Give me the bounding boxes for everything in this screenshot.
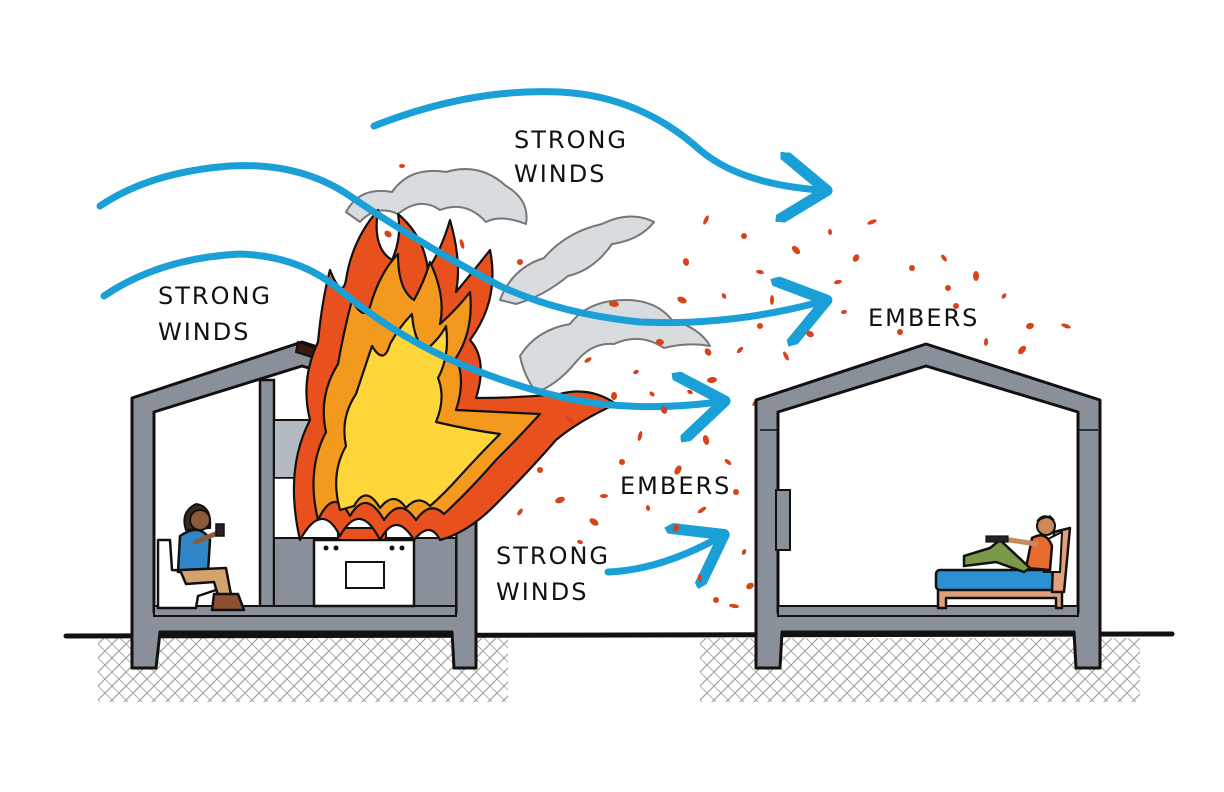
left-floor-slab bbox=[153, 605, 457, 617]
ember-particle bbox=[1026, 322, 1034, 330]
ember-particle bbox=[756, 269, 764, 275]
ember-particle bbox=[633, 369, 639, 375]
partition-wall bbox=[258, 378, 276, 614]
ember-particle bbox=[852, 254, 860, 262]
ember-particle bbox=[610, 392, 618, 400]
ember-particle bbox=[577, 539, 583, 545]
ember-particle bbox=[729, 603, 739, 609]
ember-particle bbox=[707, 376, 717, 384]
ember-particle bbox=[600, 493, 608, 499]
ember-particle bbox=[713, 597, 719, 603]
ember-particle bbox=[724, 459, 732, 465]
ember-particle bbox=[953, 303, 959, 309]
ember-particle bbox=[827, 229, 833, 235]
ember-particle bbox=[459, 239, 465, 249]
wind-arrow-upper-left bbox=[96, 162, 820, 323]
ember-particle bbox=[945, 285, 952, 291]
person-on-phone bbox=[176, 502, 246, 612]
person-with-remote bbox=[962, 515, 1056, 574]
ember-particle bbox=[834, 279, 842, 285]
ember-particle bbox=[983, 338, 989, 346]
ember-particle bbox=[672, 524, 680, 532]
ember-particle bbox=[1001, 293, 1007, 299]
ember-particle bbox=[517, 508, 523, 516]
ground bbox=[63, 631, 1175, 702]
ember-particle bbox=[660, 406, 668, 414]
wind-arrow-bottom bbox=[604, 538, 718, 572]
label-strong-winds-left-line2: WINDS bbox=[158, 318, 250, 346]
label-embers-middle: EMBERS bbox=[620, 472, 731, 500]
right-house-frame bbox=[754, 342, 1102, 670]
ember-particle bbox=[704, 348, 712, 356]
ember-particle bbox=[656, 338, 664, 346]
label-strong-winds-bottom-line2: WINDS bbox=[496, 578, 588, 606]
ember-particle bbox=[619, 459, 625, 465]
ember-particle bbox=[791, 245, 801, 255]
ember-particle bbox=[399, 164, 405, 168]
ember-particle bbox=[721, 293, 727, 299]
ember-particle bbox=[537, 467, 543, 473]
fire bbox=[292, 208, 618, 542]
ember-particle bbox=[741, 233, 747, 239]
ember-particle bbox=[897, 329, 903, 335]
ember-particle bbox=[637, 431, 643, 441]
ember-particle bbox=[1018, 345, 1026, 355]
wind-arrow-middle-left bbox=[100, 250, 718, 407]
embers bbox=[384, 164, 1071, 609]
ember-particle bbox=[972, 271, 980, 281]
ember-particle bbox=[697, 506, 707, 514]
right-floor-slab bbox=[777, 605, 1079, 617]
wind-arrow-top bbox=[370, 88, 820, 190]
ember-particle bbox=[741, 549, 747, 555]
ember-particle bbox=[783, 351, 789, 361]
label-embers-right: EMBERS bbox=[868, 304, 979, 332]
ember-particle bbox=[941, 254, 947, 262]
ember-particle bbox=[909, 265, 915, 271]
ember-particle bbox=[806, 330, 814, 338]
bed bbox=[934, 526, 1072, 610]
ember-particle bbox=[677, 296, 687, 304]
ember-particle bbox=[517, 259, 523, 265]
ember-particle bbox=[645, 505, 651, 511]
safe-house bbox=[754, 342, 1102, 670]
ember-particle bbox=[584, 357, 592, 363]
ember-particle bbox=[697, 574, 703, 582]
label-strong-winds-left-line1: STRONG bbox=[158, 282, 272, 310]
ember-particle bbox=[589, 518, 599, 526]
label-strong-winds-top-line1: STRONG bbox=[514, 126, 628, 154]
stove bbox=[312, 527, 416, 608]
diagram-labels: STRONG WINDS STRONG WINDS STRONG WINDS E… bbox=[158, 126, 979, 606]
ember-particle bbox=[757, 323, 763, 329]
ember-particle bbox=[733, 489, 739, 495]
ember-particle bbox=[566, 415, 574, 425]
label-strong-winds-top-line2: WINDS bbox=[514, 160, 606, 188]
label-strong-winds-bottom-line1: STRONG bbox=[496, 542, 610, 570]
ember-particle bbox=[674, 465, 682, 475]
ember-particle bbox=[841, 309, 847, 315]
ember-particle bbox=[703, 215, 709, 225]
ember-particle bbox=[867, 219, 877, 225]
ember-particle bbox=[687, 389, 693, 395]
ember-particle bbox=[649, 391, 655, 397]
ember-particle bbox=[702, 435, 710, 445]
window-frame bbox=[775, 489, 791, 551]
ember-particle bbox=[609, 300, 619, 308]
ember-particle bbox=[555, 496, 565, 504]
ember-particle bbox=[746, 582, 754, 590]
ember-particle bbox=[769, 295, 775, 305]
ember-particle bbox=[1061, 323, 1071, 329]
ember-particle bbox=[384, 230, 392, 238]
ember-particle bbox=[736, 346, 744, 354]
wind-arrows bbox=[96, 88, 820, 572]
ember-particle bbox=[682, 258, 690, 266]
